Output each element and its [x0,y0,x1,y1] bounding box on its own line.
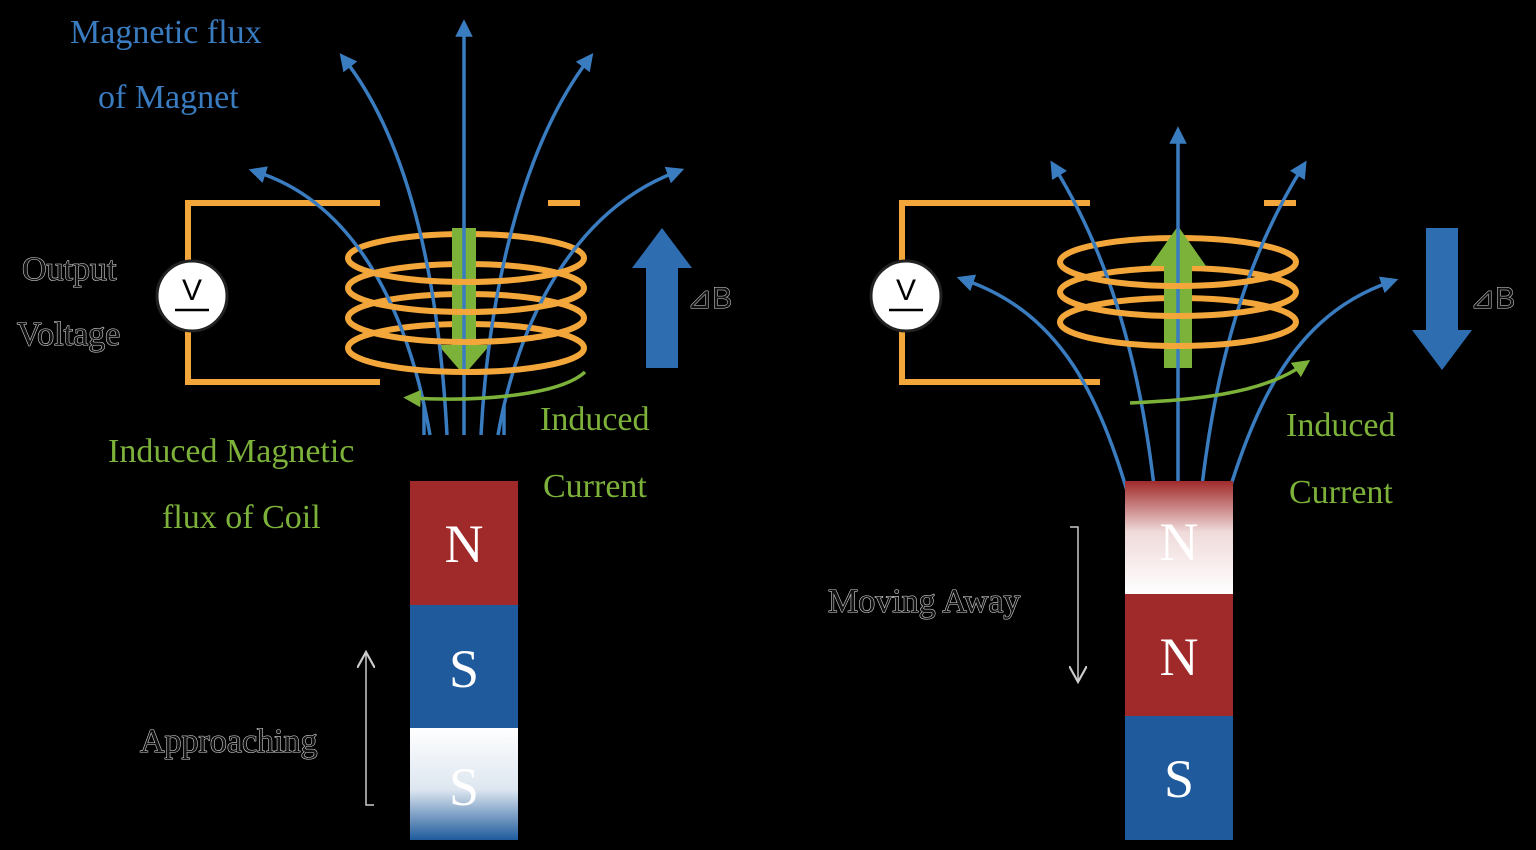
left-coil-front [345,257,587,375]
left-induced-current-label-2: Current [543,468,647,505]
right-panel: V ⊿B N N S Induced Current Moving Away [827,126,1516,840]
right-delta-b-label: ⊿B [1470,282,1515,315]
left-induced-current-arrow [403,370,587,408]
left-magnet-pole-2: S [449,639,479,699]
left-delta-b-arrow [632,228,692,368]
left-magnet-flux-label-2: of Magnet [98,79,239,116]
left-magnet: N S S [410,481,518,840]
right-induced-current-label-1: Induced [1286,407,1396,444]
right-magnet-pole-1: N [1160,512,1199,572]
right-circuit-wire [899,200,1296,385]
left-delta-b-label: ⊿B [687,282,732,315]
left-motion-label: Approaching [140,723,318,760]
right-induced-current-arrow [1129,359,1311,405]
left-motion-arrow [366,652,374,806]
right-magnet-pole-2: N [1160,627,1199,687]
right-motion-label: Moving Away [828,583,1020,620]
left-magnet-flux-label-1: Magnetic flux [70,14,262,51]
left-panel: V ⊿B N S S Magnetic flux of Magnet Outpu… [16,14,733,840]
left-magnet-pole-1: N [445,514,484,574]
left-induced-flux-label-1: Induced Magnetic [108,433,354,470]
left-induced-current-label-1: Induced [540,401,650,438]
left-voltmeter-symbol: V [182,274,202,307]
left-voltmeter: V [155,259,229,333]
right-motion-arrow [1070,526,1078,682]
left-induced-flux-label-2: flux of Coil [162,499,321,536]
left-magnet-pole-3: S [449,757,479,817]
left-output-label-1: Output [22,251,117,288]
right-magnet-pole-3: S [1164,749,1194,809]
right-induced-current-label-2: Current [1289,474,1393,511]
right-voltmeter-symbol: V [896,274,916,307]
right-coil-front [1057,261,1299,349]
right-delta-b-arrow [1412,228,1472,370]
left-output-label-2: Voltage [17,316,120,353]
right-voltmeter: V [869,259,943,333]
right-magnet: N N S [1125,481,1233,840]
